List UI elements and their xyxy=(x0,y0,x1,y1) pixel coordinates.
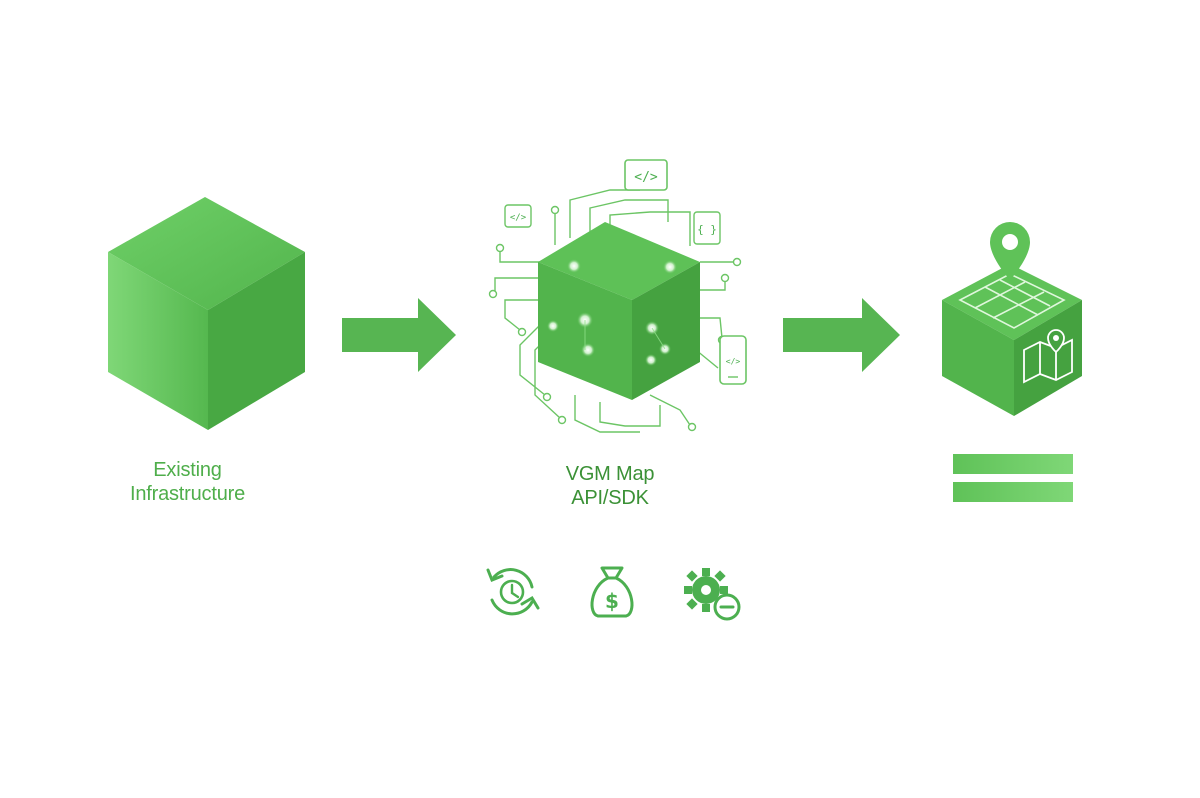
time-saving-icon xyxy=(486,568,540,616)
existing-label-line-1: Existing xyxy=(153,459,222,481)
map-pin-small-icon xyxy=(1047,329,1065,354)
vgm-cube-top-face xyxy=(538,222,700,300)
code-tag-right: { } xyxy=(693,211,721,245)
map-cube xyxy=(942,264,1082,416)
map-cube-left-face xyxy=(942,300,1014,416)
result-bar-2 xyxy=(953,482,1073,502)
reduced-maintenance-icon xyxy=(684,568,741,621)
code-tag-left-text: </> xyxy=(510,213,527,223)
location-pin-icon xyxy=(990,222,1030,280)
map-cube-right-face xyxy=(1014,300,1082,416)
dollar-sign: $ xyxy=(605,589,619,613)
result-bar-1 xyxy=(953,454,1073,474)
vgm-label-line-1: VGM Map xyxy=(565,463,655,485)
phone-code-text: </> xyxy=(726,357,741,366)
circuit-nodes xyxy=(488,205,742,432)
vgm-api-cube xyxy=(538,222,700,400)
vgm-label-line-2: API/SDK xyxy=(571,487,649,509)
arrow-right-1 xyxy=(342,298,456,372)
mobile-phone-icon: </> xyxy=(719,335,747,385)
cube-left-face xyxy=(108,252,208,430)
code-tag-top-text: </> xyxy=(634,170,658,185)
cube-right-face xyxy=(208,252,305,430)
arrow-right-2 xyxy=(783,298,900,372)
code-tag-top: </> xyxy=(624,159,668,191)
code-tag-left: </> xyxy=(504,204,532,228)
cost-saving-icon: $ xyxy=(590,566,634,618)
existing-label-line-2: Infrastructure xyxy=(129,483,246,505)
cube-top-face xyxy=(108,197,305,310)
existing-infrastructure-cube xyxy=(108,197,305,430)
vgm-api-label: VGM Map API/SDK xyxy=(520,462,700,510)
existing-infrastructure-label: Existing Infrastructure xyxy=(100,458,275,506)
code-tag-right-text: { } xyxy=(697,223,717,236)
